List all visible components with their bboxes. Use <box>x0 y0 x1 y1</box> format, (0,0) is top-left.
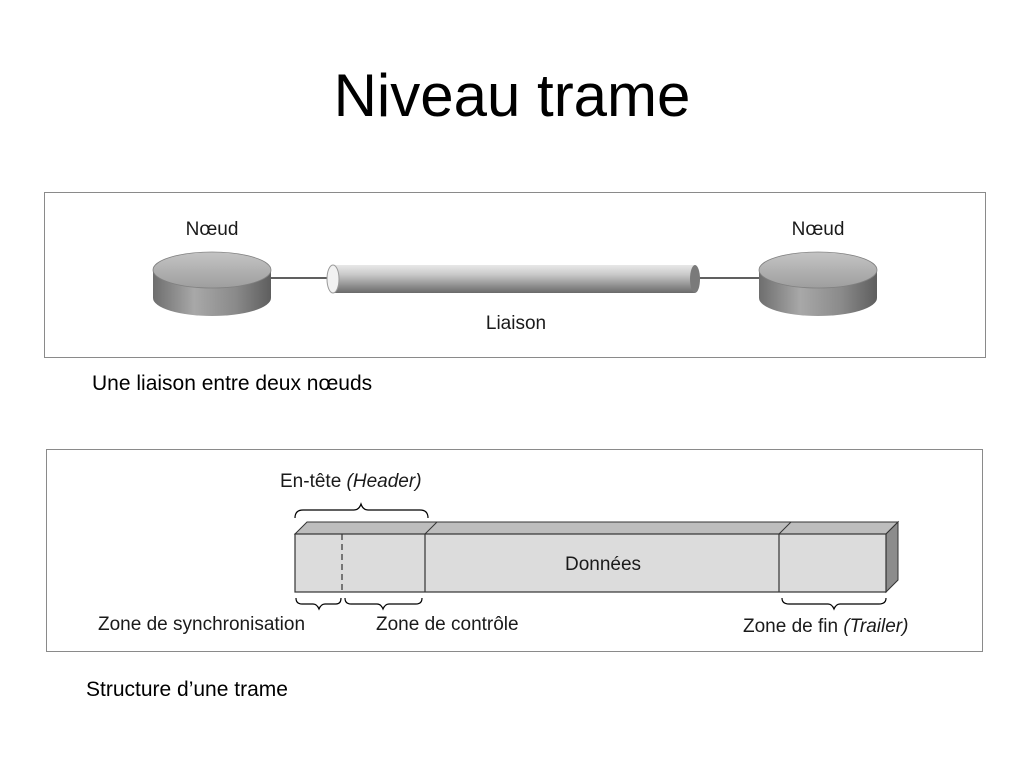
slide-title: Niveau trame <box>333 62 691 129</box>
data-label: Données <box>565 554 641 575</box>
header-label-fr: En-tête <box>280 471 341 492</box>
node-left-disk <box>152 251 272 316</box>
frame-bar <box>293 520 900 594</box>
node-right-label: Nœud <box>792 219 845 240</box>
end-zone-label-fr: Zone de fin <box>743 616 838 637</box>
trailer-brace <box>781 597 887 611</box>
frame-diagram-caption: Structure d’une trame <box>86 678 288 701</box>
control-brace <box>344 597 423 611</box>
node-right-disk <box>758 251 878 316</box>
link-diagram-caption: Une liaison entre deux nœuds <box>92 372 373 395</box>
end-zone-label-en: (Trailer) <box>843 616 908 637</box>
end-zone-label: Zone de fin (Trailer) <box>743 616 908 637</box>
header-label-en: (Header) <box>347 471 422 492</box>
header-label: En-tête (Header) <box>280 471 422 492</box>
header-brace <box>294 502 429 519</box>
sync-zone-label: Zone de synchronisation <box>98 614 305 635</box>
control-zone-label: Zone de contrôle <box>376 614 519 635</box>
sync-brace <box>295 597 342 611</box>
link-cable <box>326 264 700 294</box>
link-label: Liaison <box>486 313 546 334</box>
node-left-label: Nœud <box>186 219 239 240</box>
